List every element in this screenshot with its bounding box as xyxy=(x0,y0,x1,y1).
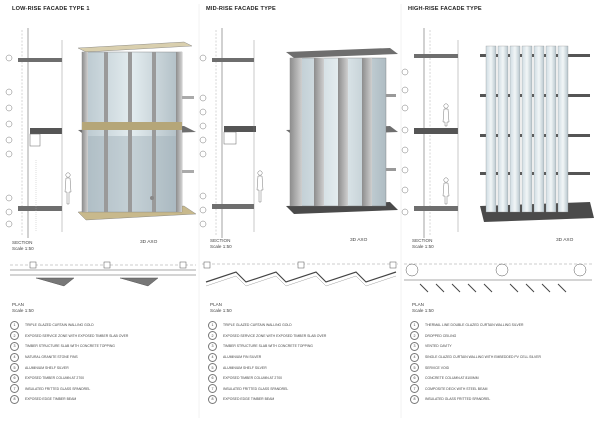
column-title-high-rise: HIGH-RISE FACADE TYPE xyxy=(408,6,482,12)
high-rise-axo xyxy=(480,45,594,222)
high-rise-axo-label: 3D AXO xyxy=(556,238,574,243)
high-rise-plan xyxy=(404,263,592,293)
low-rise-axo-label: 3D AXO xyxy=(140,240,158,245)
low-rise-axo xyxy=(77,41,197,221)
high-rise-section-markers xyxy=(401,68,409,216)
mid-rise-axo xyxy=(286,48,398,214)
low-rise-plan xyxy=(10,261,196,287)
high-rise-section-drawing xyxy=(414,28,459,238)
mid-rise-plan xyxy=(202,261,398,287)
mid-rise-section-markers xyxy=(199,54,207,228)
column-title-low-rise: LOW-RISE FACADE TYPE 1 xyxy=(12,6,90,12)
mid-rise-section-drawing xyxy=(212,28,264,238)
low-rise-section-drawing xyxy=(18,28,72,238)
low-rise-section-markers xyxy=(5,54,13,228)
mid-rise-axo-label: 3D AXO xyxy=(350,238,368,243)
column-title-mid-rise: MID-RISE FACADE TYPE xyxy=(206,6,276,12)
